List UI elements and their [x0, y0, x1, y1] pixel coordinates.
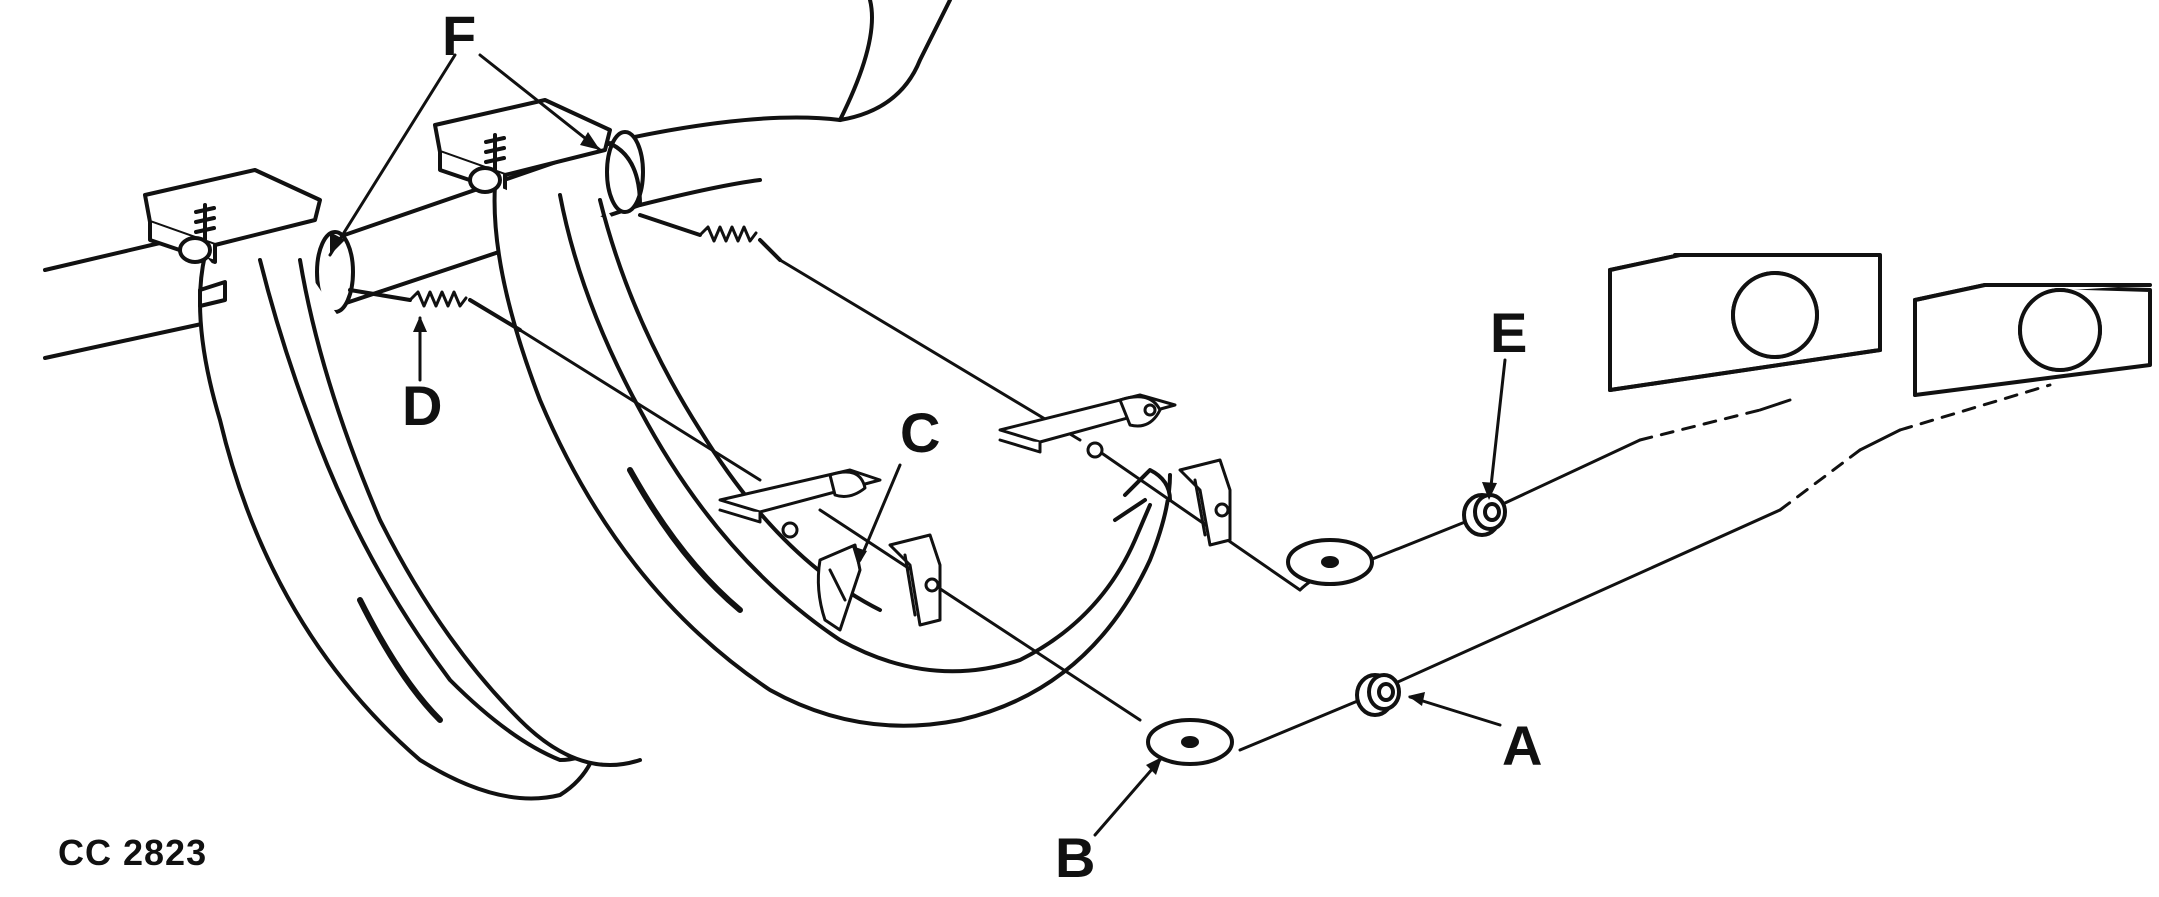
- callout-label-e: E: [1490, 301, 1528, 364]
- cross-tube: [315, 0, 952, 314]
- right-hanger-bracket: [433, 98, 1172, 728]
- wood-block-left: [1608, 253, 1882, 392]
- callout-label-d: D: [402, 374, 443, 437]
- frame-tube: [43, 241, 222, 360]
- callout-label-b: B: [1055, 826, 1096, 889]
- cable-ferrule-e: [1462, 493, 1507, 537]
- figure-id: CC 2823: [58, 832, 208, 873]
- lower-cable: [518, 328, 2052, 752]
- cable-ferrule-a: [1355, 673, 1401, 717]
- callout-label-f: F: [442, 4, 477, 67]
- callout-label-c: C: [900, 401, 941, 464]
- left-hanger-bracket: [143, 168, 642, 801]
- wood-block-right: [1913, 283, 2152, 397]
- cable-guide-lower: [718, 468, 942, 632]
- cable-spring-right: [638, 213, 782, 262]
- callout-arrowheads: [330, 132, 1497, 775]
- pulley-lower: [1146, 718, 1234, 766]
- cable-guide-upper: [998, 393, 1232, 547]
- callout-label-a: A: [1502, 714, 1543, 777]
- pulley-upper: [1286, 538, 1374, 586]
- cable-spring-left: [348, 288, 522, 332]
